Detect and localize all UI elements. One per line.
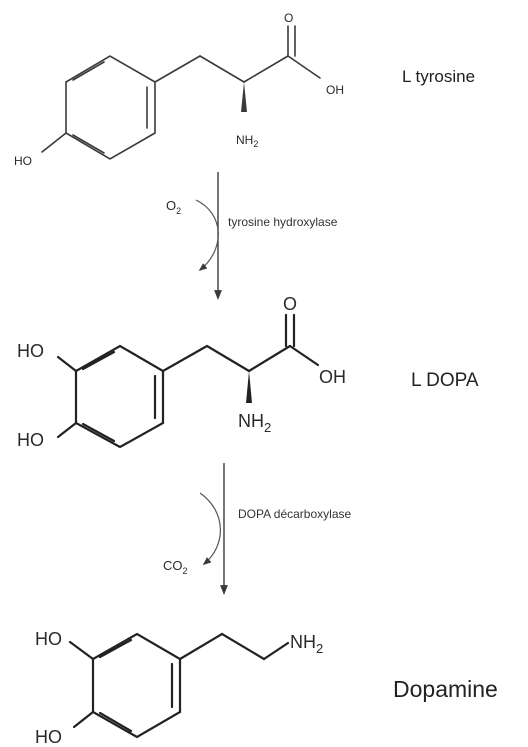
tyrosine-carbonyl-oxygen: O xyxy=(284,11,293,25)
tyrosine-ch2-bond xyxy=(154,55,201,83)
step-1-arrow: O2 tyrosine hydroxylase xyxy=(166,172,338,300)
tyrosine-structure: O OH NH2 HO xyxy=(14,11,344,168)
dopamine-structure: NH2 HO HO xyxy=(35,629,323,747)
dopamine-amine: NH2 xyxy=(290,632,323,656)
tyrosine-carboxyl-bond xyxy=(243,55,289,83)
dopa-hydroxyl-bottom: HO xyxy=(17,430,44,450)
dopa-wedge-bond xyxy=(246,371,252,403)
dopa-ho-top-bond xyxy=(56,355,78,373)
step-1-cofactor: O2 xyxy=(166,198,181,216)
dopa-hydroxyl-top: HO xyxy=(17,341,44,361)
step-2-arrow: DOPA décarboxylase CO2 xyxy=(163,463,351,595)
dopa-acid-hydroxyl: OH xyxy=(319,367,346,387)
dopa-coh-bond xyxy=(288,344,320,367)
dopa-carbonyl-oxygen: O xyxy=(283,294,297,314)
dopa-amine: NH2 xyxy=(238,411,271,435)
tyrosine-label: L tyrosine xyxy=(402,67,475,86)
dopa-carboxyl-bond xyxy=(247,344,292,373)
dopamine-ring xyxy=(91,632,182,739)
tyrosine-wedge-bond xyxy=(241,82,247,112)
dopamine-hydroxyl-bottom: HO xyxy=(35,727,62,747)
dopa-ho-bottom-bond xyxy=(56,421,78,439)
dopamine-hydroxyl-top: HO xyxy=(35,629,62,649)
tyrosine-coh-bond xyxy=(287,55,321,79)
tyrosine-acid-hydroxyl: OH xyxy=(326,83,344,97)
dopamine-ch2-ch2-bond xyxy=(220,632,266,661)
tyrosine-ho-bond xyxy=(41,132,67,153)
dopa-structure: O OH NH2 HO HO xyxy=(17,294,346,450)
tyrosine-ring xyxy=(65,55,156,160)
dopamine-ho-top-bond xyxy=(68,640,95,661)
step-1-enzyme: tyrosine hydroxylase xyxy=(228,215,338,229)
tyrosine-phenol-hydroxyl: HO xyxy=(14,154,32,168)
dopa-calpha-bond xyxy=(205,344,251,373)
dopamine-ho-bottom-bond xyxy=(72,710,95,729)
dopamine-ch2-bond xyxy=(178,632,224,661)
dopa-ch2-bond xyxy=(161,344,209,373)
tyrosine-amine: NH2 xyxy=(236,133,258,149)
dopamine-label: Dopamine xyxy=(393,676,498,702)
step-2-cofactor: CO2 xyxy=(163,558,188,576)
dopa-label: L DOPA xyxy=(411,370,479,391)
dopamine-amine-bond xyxy=(262,641,290,661)
step-2-enzyme: DOPA décarboxylase xyxy=(238,507,351,521)
tyrosine-calpha-bond xyxy=(199,55,245,83)
dopa-ring xyxy=(74,344,165,449)
